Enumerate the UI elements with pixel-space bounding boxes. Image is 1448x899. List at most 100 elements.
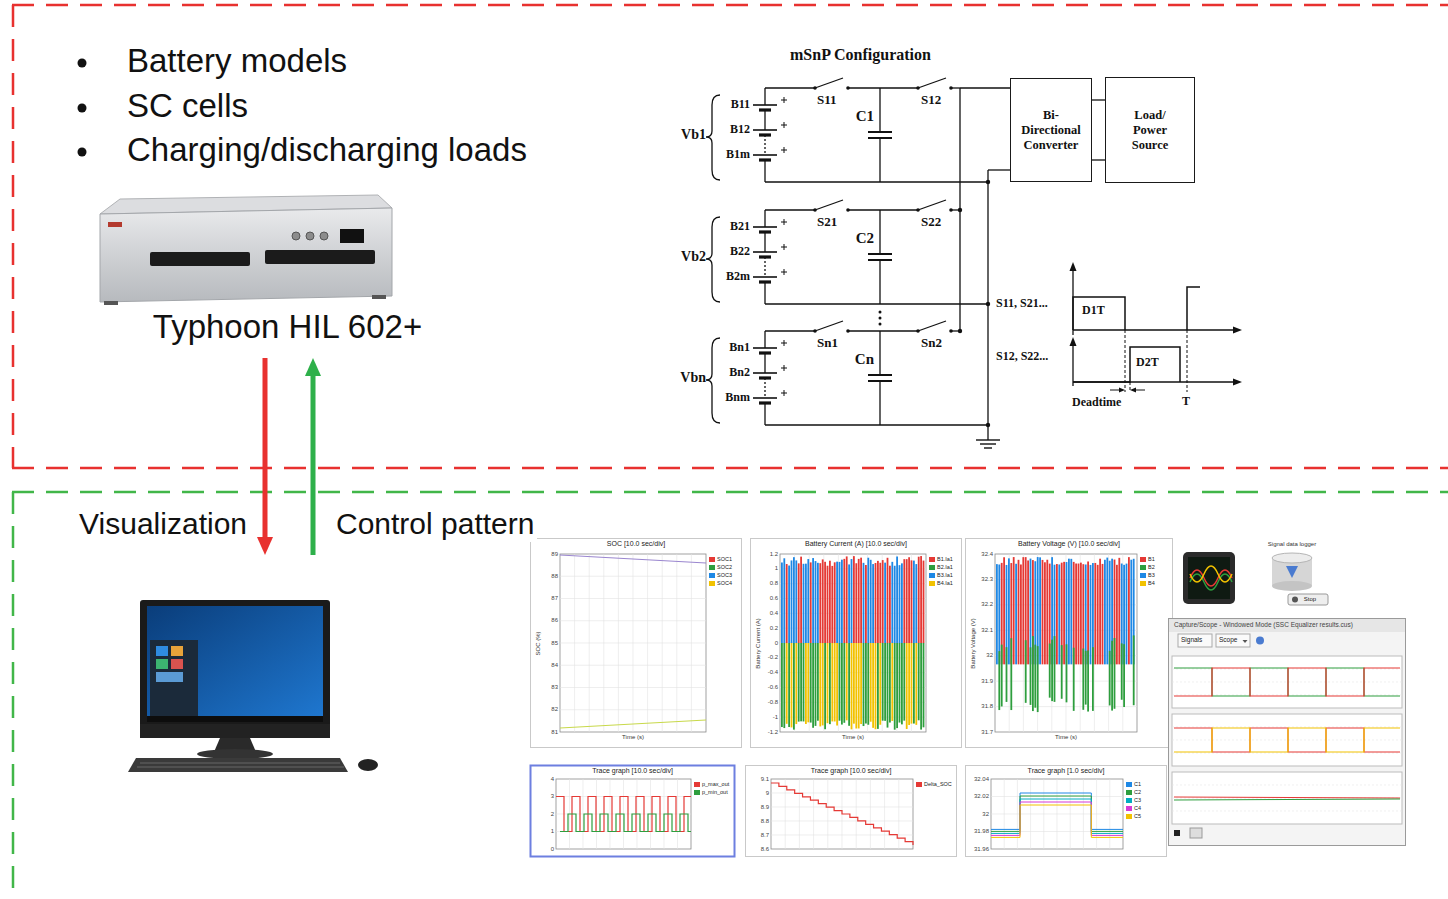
tick-label: -1.2	[768, 729, 778, 736]
data-bar	[831, 643, 833, 721]
bullet-dots	[78, 59, 87, 68]
tick-label: 0.8	[770, 580, 778, 587]
tick-label: 0	[775, 640, 778, 647]
wire	[1172, 785, 1402, 786]
junction-dot	[813, 329, 817, 333]
legend-swatch	[929, 557, 935, 562]
tick-label: 1	[551, 828, 554, 835]
legend-text: SOC1	[717, 556, 732, 562]
data-bar	[903, 559, 905, 643]
tick-label: 31.9	[981, 678, 993, 685]
data-bar	[827, 643, 829, 723]
data-bar	[791, 643, 793, 727]
wire	[784, 365, 785, 371]
wire	[918, 321, 946, 331]
data-bar	[998, 651, 1000, 710]
data-bar	[843, 643, 845, 723]
legend-swatch	[694, 782, 700, 787]
axis-title: Battery Current (A)	[755, 618, 762, 668]
junction-dot	[916, 86, 920, 90]
computer	[156, 659, 168, 669]
data-bar	[841, 560, 843, 643]
trace-line	[991, 805, 1123, 837]
data-bar	[894, 643, 896, 730]
wire	[1125, 330, 1126, 392]
voltage-label: Vb2	[681, 249, 706, 265]
data-bar	[915, 643, 917, 725]
data-bar	[920, 643, 922, 730]
arrow-head	[257, 537, 273, 555]
legend-item: B1.Ia1	[929, 555, 953, 563]
data-bar	[851, 559, 853, 643]
data-bar	[839, 562, 841, 643]
legend-swatch	[1140, 565, 1146, 570]
junction-dot	[916, 329, 920, 333]
hil-device	[104, 301, 118, 305]
region-outline	[12, 4, 1448, 7]
tick-label: 31.8	[981, 703, 993, 710]
legend-item: C4	[1126, 804, 1141, 812]
data-bar	[899, 565, 901, 643]
logger-icon	[1272, 553, 1328, 605]
wire	[759, 376, 771, 379]
data-bar	[867, 643, 869, 725]
legend-swatch	[1140, 557, 1146, 562]
data-bar	[1099, 559, 1101, 665]
legend-swatch	[1126, 806, 1132, 811]
tick-label: 32.3	[981, 576, 993, 583]
data-bar	[807, 643, 809, 722]
edge-label: Control pattern	[333, 507, 537, 542]
data-bar	[786, 564, 788, 643]
arrow-connector	[305, 358, 321, 555]
wire	[753, 226, 777, 228]
plot-area	[991, 779, 1123, 849]
data-bar	[872, 643, 874, 728]
battery-label: B21	[730, 220, 750, 234]
data-bar	[803, 643, 805, 721]
pulse-line	[1073, 297, 1125, 330]
connector-line	[263, 358, 268, 538]
wire	[560, 720, 706, 728]
legend-swatch	[709, 581, 715, 586]
data-bar	[860, 643, 862, 724]
data-bar	[918, 643, 920, 720]
tick-label: 32	[982, 811, 989, 818]
data-bar	[918, 557, 920, 643]
wire	[765, 330, 815, 331]
box-label: Load/ Power Source	[1122, 108, 1178, 153]
button-label: Signals	[1181, 636, 1202, 643]
wire	[753, 276, 777, 278]
legend-item: SOC2	[709, 563, 732, 571]
duty-label: D1T	[1082, 304, 1105, 318]
data-bar	[1121, 643, 1123, 699]
data-bar	[1010, 638, 1012, 710]
data-bar	[1063, 562, 1065, 665]
region-outline	[12, 5, 15, 468]
axis-title: SOC (%)	[535, 631, 542, 655]
wire	[771, 807, 913, 808]
data-bar	[996, 564, 998, 664]
data-bar	[884, 563, 886, 643]
wire	[1172, 695, 1402, 696]
computer-box	[125, 555, 390, 775]
wire	[764, 257, 765, 277]
hil-device	[320, 232, 328, 240]
data-bar	[1085, 564, 1087, 664]
wire	[764, 353, 765, 373]
wire	[884, 779, 885, 849]
hil-device	[372, 295, 386, 299]
axis-title: Time (s)	[622, 734, 644, 741]
wire	[764, 160, 765, 182]
wire	[560, 709, 706, 710]
axis-title: Time (s)	[1055, 734, 1077, 741]
wire	[759, 255, 771, 258]
junction-dot	[949, 329, 953, 333]
data-bar	[1123, 644, 1125, 707]
junction-dot	[916, 208, 920, 212]
data-bar	[834, 643, 836, 721]
data-bar	[863, 563, 865, 643]
data-bar	[824, 643, 826, 729]
capacitor-label: C1	[856, 108, 874, 125]
wire	[759, 351, 771, 354]
tick-label: 8.7	[761, 832, 769, 839]
